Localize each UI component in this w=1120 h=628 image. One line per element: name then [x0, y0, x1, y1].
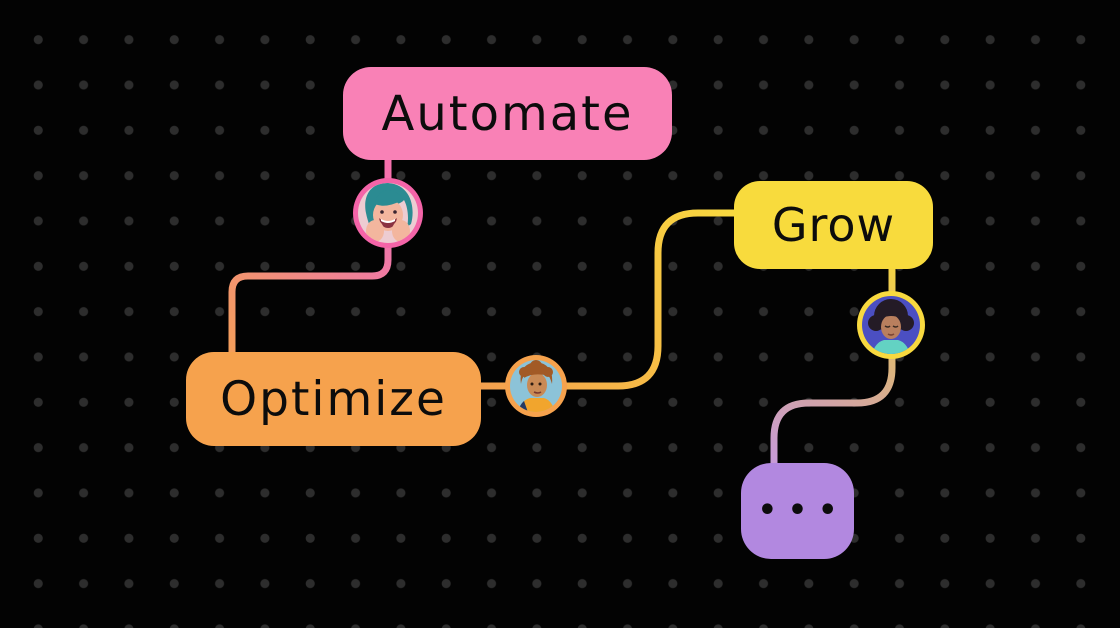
curly-hair-person-blue-bg-avatar: [505, 355, 567, 417]
connector-avatar-to-optimize: [228, 238, 392, 354]
node-automate[interactable]: Automate: [343, 67, 672, 160]
connector-grow-to-more: [770, 266, 896, 465]
node-more-label: •••: [757, 493, 849, 528]
node-optimize[interactable]: Optimize: [186, 352, 481, 446]
smiling-teal-hair-person-avatar: [353, 178, 423, 248]
connector-optimize-to-grow: [479, 209, 736, 390]
node-optimize-label: Optimize: [220, 371, 447, 427]
node-grow-label: Grow: [771, 198, 896, 252]
node-grow[interactable]: Grow: [734, 181, 933, 269]
node-automate-label: Automate: [381, 85, 634, 142]
afro-person-violet-bg-avatar: [857, 291, 925, 359]
node-more-ellipsis[interactable]: •••: [741, 463, 854, 559]
